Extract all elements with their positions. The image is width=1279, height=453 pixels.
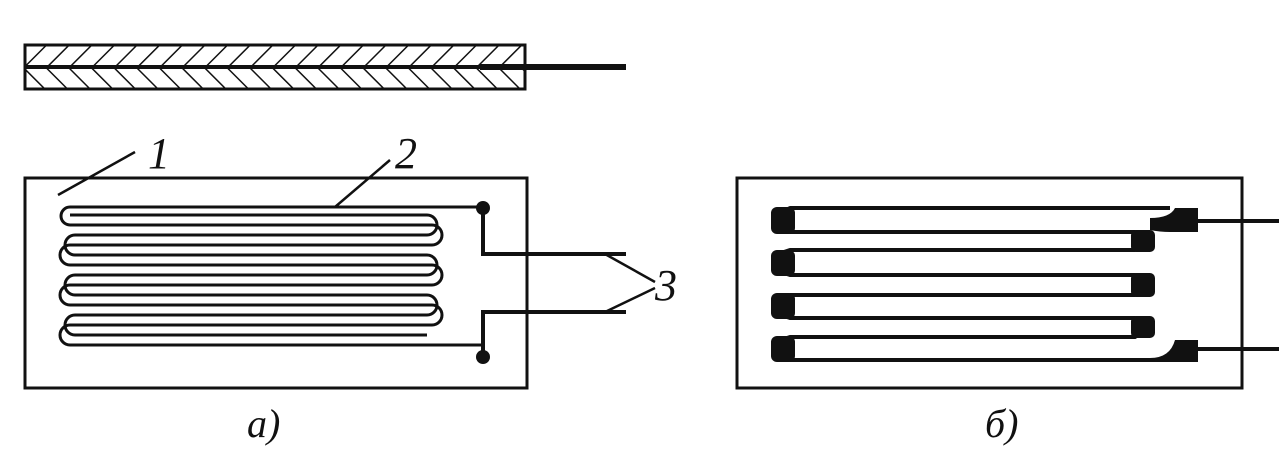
gauge-b-pad-left-3: [771, 293, 795, 319]
cross-section-view: [23, 43, 626, 91]
caption-a: а): [247, 401, 280, 446]
gauge-a-substrate: [23, 176, 529, 390]
gauge-b-pad-right-1: [1131, 230, 1155, 252]
gauge-a-lead-bottom: [481, 310, 626, 357]
caption-b: б): [985, 401, 1018, 446]
label-substrate: 1: [148, 129, 170, 178]
gauge-b-pad-right-3: [1131, 316, 1155, 338]
cross-section-upper-layer: [23, 43, 527, 69]
gauge-b-pad-left-4: [771, 336, 795, 362]
gauge-a-lead-top: [481, 208, 626, 256]
label-leads: 3: [654, 261, 677, 310]
leader-line-3-bottom: [604, 286, 656, 314]
gauge-b-pad-left-1: [771, 207, 795, 234]
gauge-a: 1 2 3 а): [23, 129, 677, 446]
gauge-b-terminal-bottom: [1150, 340, 1198, 362]
leader-line-1: [57, 150, 136, 197]
label-grid: 2: [395, 129, 417, 178]
gauge-b-terminal-top: [1150, 208, 1198, 232]
leader-line-2: [334, 159, 391, 208]
gauge-b-substrate: [735, 176, 1244, 390]
gauge-b-pad-right-2: [1131, 273, 1155, 297]
cross-section-lower-layer: [23, 65, 527, 91]
gauge-b: б): [735, 176, 1279, 446]
leader-line-3-top: [604, 252, 656, 284]
gauge-a-wire-grid: [58, 205, 483, 347]
gauge-b-pad-left-2: [771, 250, 795, 276]
